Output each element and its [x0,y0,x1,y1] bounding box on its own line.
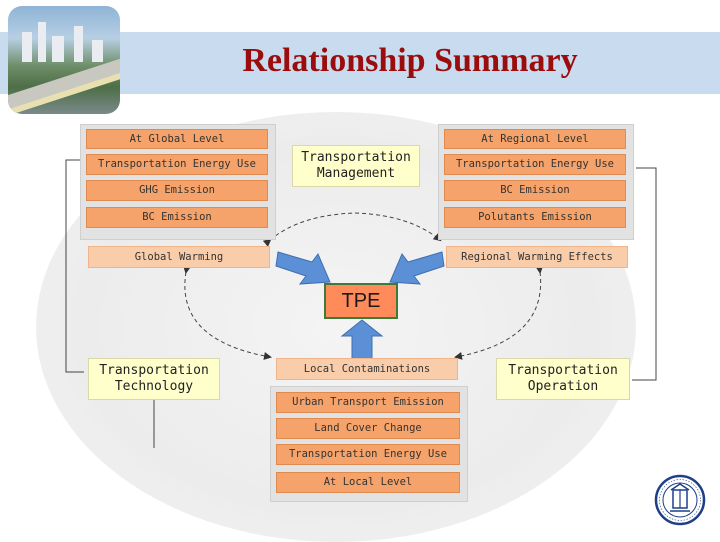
header-band [0,32,720,94]
global-warming-box: Global Warming [88,246,270,268]
local-transportation-energy-use: Transportation Energy Use [276,444,460,465]
regional-warming-effects-box: Regional Warming Effects [446,246,628,268]
transportation-operation-box: Transportation Operation [496,358,630,400]
regional-transportation-energy-use: Transportation Energy Use [444,154,626,175]
regional-bc-emission: BC Emission [444,180,626,201]
local-level-footer: At Local Level [276,472,460,493]
regional-level-header: At Regional Level [444,129,626,149]
tpe-center-box: TPE [324,283,398,319]
local-contaminations-box: Local Contaminations [276,358,458,380]
regional-pollutants-emission: Polutants Emission [444,207,626,228]
global-ghg-emission: GHG Emission [86,180,268,201]
transportation-technology-box: Transportation Technology [88,358,220,400]
global-bc-emission: BC Emission [86,207,268,228]
university-seal-logo [654,474,706,526]
page-title: Relationship Summary [242,42,578,79]
local-land-cover-change: Land Cover Change [276,418,460,439]
global-level-header: At Global Level [86,129,268,149]
global-transportation-energy-use: Transportation Energy Use [86,154,268,175]
header-city-photo [8,6,120,114]
transportation-management-box: Transportation Management [292,145,420,187]
local-urban-transport-emission: Urban Transport Emission [276,392,460,413]
